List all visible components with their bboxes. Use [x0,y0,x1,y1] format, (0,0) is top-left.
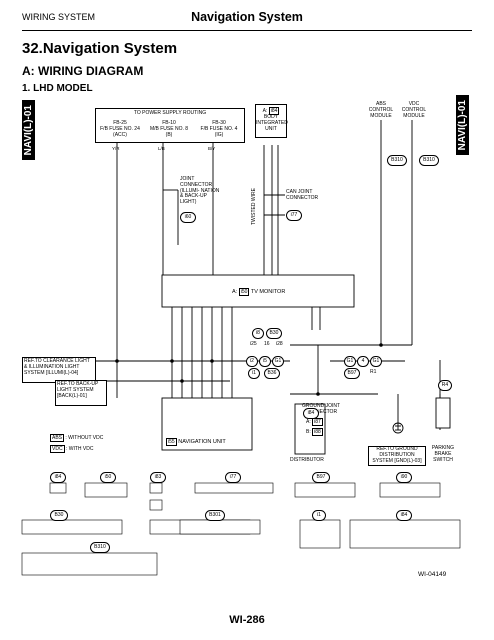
ref-backup: REF.TO BACK-UP LIGHT SYSTEM [BACK(L)-01] [55,380,107,406]
section-title: 32.Navigation System [22,40,178,57]
relay-r3c6: G1 [370,356,382,367]
fuse-1-l1: FB-25 [113,120,127,126]
relay-r1c1: i8 [252,328,264,339]
tv-conn: i50 [238,288,250,296]
relay-r3c4: G1 [344,356,356,367]
gj-a: i87 [312,418,323,426]
ground-joint-label: GROUND JOINT CONNECTOR [301,403,341,415]
relay-r4c3: B97 [344,368,360,379]
relay-r3c5: 4 [357,356,369,367]
header-section-label: WIRING SYSTEM [22,12,96,22]
fuse-3-l1: FB-30 [212,120,226,126]
bcm-prefix: A: [262,108,268,114]
relay-r4c4: R1 [370,369,377,375]
model-title: 1. LHD MODEL [22,83,93,94]
wire-lb: L/B [158,146,165,151]
conn-i84-b: i84 [396,510,412,521]
conn-b97: B97 [312,472,330,483]
conn-i77: i77 [225,472,241,483]
relay-r3c1: i2 [246,356,258,367]
conn-b30: B30 [50,510,68,521]
joint-connector-label: JOINT CONNECTOR (ILLUMI- NATION & BACK-U… [180,176,220,205]
distributor-label: DISTRIBUTOR [290,457,324,463]
page-footer: WI-286 [229,614,265,626]
legend-abs-text: : WITHOUT VDC [65,435,104,441]
relay-r2c2: 16 [264,341,270,347]
relay-r1c2: B30 [266,328,282,339]
tv-monitor-label: A: i50 TV MONITOR [232,288,285,296]
joint-conn: i60 [180,212,196,223]
relay-r2c1: i25 [250,341,257,347]
body-integrated-unit: A: i84 BODY INTEGRATED UNIT [255,104,288,138]
ground-joint-b: B: i88 [306,428,323,436]
abs-conn: B310 [387,155,407,166]
ref-ground: REF.TO GROUND DISTRIBUTION SYSTEM [GND(L… [368,446,426,466]
power-routing-title: TO POWER SUPPLY ROUTING [133,110,207,116]
subsection-title: A: WIRING DIAGRAM [22,64,144,78]
nav-conn: i55 [166,438,177,446]
vdc-module-label: VDC CONTROL MODULE [401,101,427,119]
fuse-1-l3: (ACC) [113,132,127,138]
tab-left: NAVI(L)-01 [22,100,35,160]
can-joint-conn: i77 [286,210,302,221]
conn-i50: i50 [100,472,116,483]
fuse-2-l1: FB-10 [162,120,176,126]
gj-a-prefix: A: [306,419,311,425]
wire-yr: Y/R [112,146,120,151]
twisted-wire-label: TWISTED WIRE [251,188,257,225]
parking-conn: R4 [438,380,452,391]
vdc-conn: B310 [419,155,439,166]
bcm-label: BODY INTEGRATED UNIT [256,114,288,132]
conn-i84: i84 [50,472,66,483]
tab-right: NAVI(L)-01 [456,95,469,155]
relay-r4c2: B36 [264,368,280,379]
gj-b-prefix: B: [306,429,311,435]
wire-by: B/Y [208,146,216,151]
nav-label: NAVIGATION UNIT [178,439,226,445]
relay-r2c3: i28 [276,341,283,347]
header-rule [22,30,472,31]
relay-r3c3: G1 [272,356,284,367]
abs-module-label: ABS CONTROL MODULE [368,101,394,119]
fuse-2-l2: M/B FUSE NO. 8 [149,126,189,132]
conn-i1: i1 [312,510,326,521]
fuse-3-l3: (IG) [214,132,224,138]
power-routing-box: TO POWER SUPPLY ROUTING FB-25 F/B FUSE N… [95,108,245,143]
conn-b301: B301 [205,510,225,521]
fuse-2-l3: (B) [165,132,173,138]
legend-vdc-key: VDC [50,445,65,453]
tv-label: TV MONITOR [250,289,286,295]
can-joint-label: CAN JOINT CONNECTOR [286,189,319,201]
relay-r4c1: i1 [248,368,260,379]
conn-i83: i83 [150,472,166,483]
parking-brake-label: PARKING BRAKE SWITCH [431,445,455,463]
fuse-3-l2: F/B FUSE NO. 4 [200,126,238,132]
conn-b310: B310 [90,542,110,553]
ref-clearance: REF.TO CLEARANCE LIGHT & ILLUMINATION LI… [22,357,96,383]
legend-abs: ABS : WITHOUT VDC [50,434,103,442]
gj-b: i88 [312,428,323,436]
header-title: Navigation System [191,10,303,24]
figure-ref: WI-04149 [418,571,447,578]
distributor-conn: i84 [303,408,319,419]
bcm-conn: i84 [268,107,280,115]
ground-joint-a: A: i87 [306,418,323,426]
legend-abs-key: ABS [50,434,65,442]
legend-vdc-text: : WITH VDC [65,446,94,452]
legend-vdc: VDC : WITH VDC [50,445,93,453]
tv-prefix: A: [232,289,238,295]
conn-i90: i90 [396,472,412,483]
relay-r3c2: i5 [259,356,271,367]
navigation-unit: i55 NAVIGATION UNIT [166,438,226,446]
fuse-1-l2: F/B FUSE NO. 24 [100,126,140,132]
